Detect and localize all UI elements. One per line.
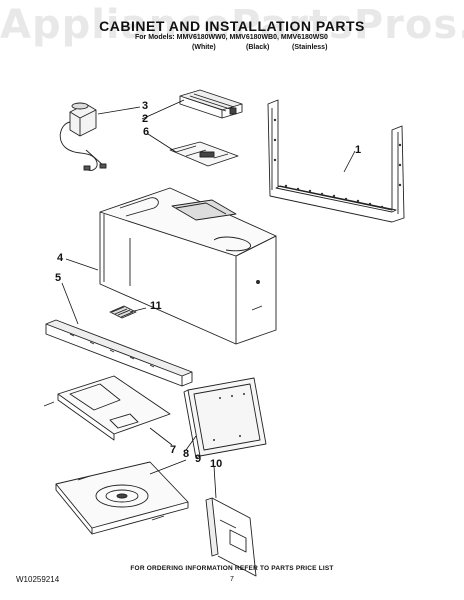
part-template xyxy=(169,141,239,167)
part-vent-assembly xyxy=(179,89,243,119)
part-cavity-bottom xyxy=(55,461,189,535)
page-number: 7 xyxy=(230,576,234,583)
callout-5: 5 xyxy=(55,272,62,284)
callout-2: 2 xyxy=(142,113,149,125)
callout-1: 1 xyxy=(355,144,362,156)
color-stainless-label: (Stainless) xyxy=(292,44,328,51)
ordering-info: FOR ORDERING INFORMATION REFER TO PARTS … xyxy=(130,565,334,572)
part-power-cord xyxy=(59,102,107,171)
models-line: For Models: MMV6180WW0, MMV6180WB0, MMV6… xyxy=(135,34,328,41)
part-control-frame xyxy=(183,377,267,459)
part-mounting-plate xyxy=(267,99,405,223)
callout-10: 10 xyxy=(210,458,223,470)
color-white-label: (White) xyxy=(192,44,216,51)
callout-4: 4 xyxy=(57,252,64,264)
part-cabinet xyxy=(99,187,277,345)
part-bottom-plate xyxy=(43,375,171,441)
document-code: W10259214 xyxy=(16,575,60,584)
color-black-label: (Black) xyxy=(246,44,270,51)
callout-3: 3 xyxy=(142,100,149,112)
callout-6: 6 xyxy=(143,126,150,138)
callout-9: 9 xyxy=(195,453,202,465)
callout-8: 8 xyxy=(183,448,190,460)
part-bracket xyxy=(205,497,257,577)
page-title: CABINET AND INSTALLATION PARTS xyxy=(99,18,365,34)
callout-11: 11 xyxy=(150,300,162,312)
callout-7: 7 xyxy=(170,444,177,456)
part-vent-trim xyxy=(45,319,193,387)
part-grille xyxy=(109,305,137,319)
